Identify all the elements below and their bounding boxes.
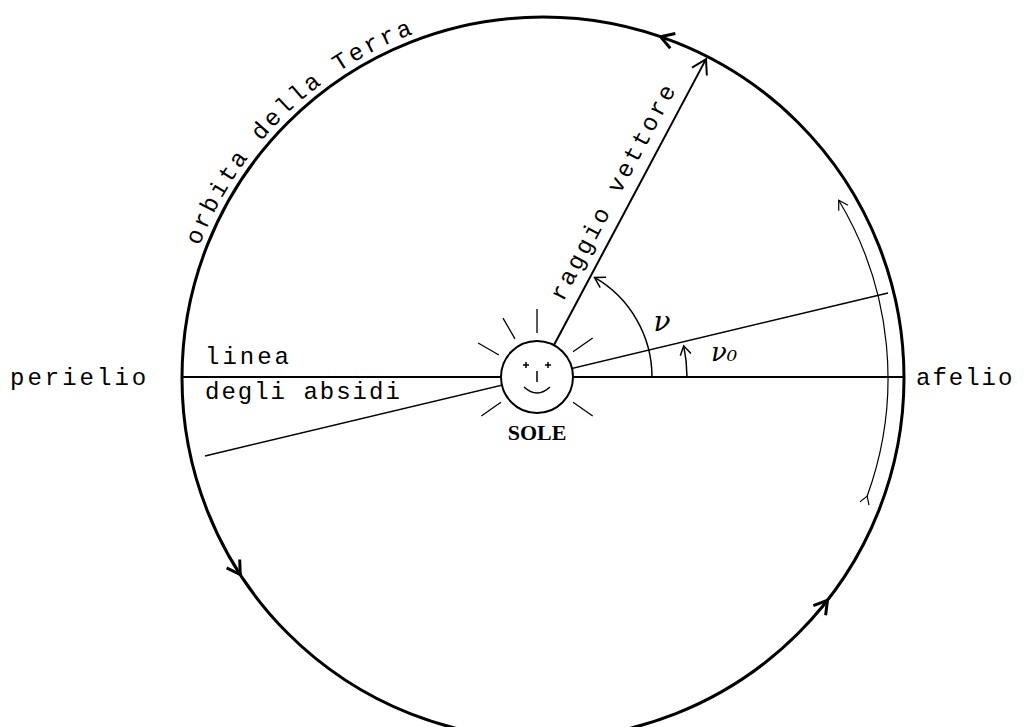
sun-label: SOLE: [508, 422, 567, 444]
sun-disc: [501, 341, 573, 413]
orbit-arrow: [813, 600, 827, 615]
radius-vector-label: raggio vettore: [547, 79, 683, 305]
initial-anomaly-line: [205, 293, 888, 456]
orbit-arrow: [661, 34, 676, 49]
orbit: [182, 17, 904, 727]
sun-ray: [481, 402, 501, 416]
angle-label: ν₀: [711, 339, 737, 365]
orbit-circle: [182, 17, 904, 727]
nu-arrow: [595, 277, 607, 287]
sun-smile: [524, 387, 550, 393]
motion-arrow: [839, 200, 848, 210]
angles: [595, 277, 691, 377]
nu0-arc: [684, 346, 687, 377]
orbit-arrow: [227, 559, 241, 574]
sun-ray: [573, 402, 593, 416]
sun-eye: [545, 362, 551, 368]
aphelion-label: afelio: [916, 367, 1014, 391]
orbit-label: orbita della Terra: [181, 14, 419, 249]
motion-arrow: [860, 496, 869, 505]
sun-ray: [536, 309, 537, 333]
sun-ray: [478, 343, 499, 355]
radius-vector-arrow: [692, 59, 707, 75]
radius-vector-line: [537, 59, 706, 377]
apsides-label: linea: [205, 346, 292, 370]
apsides-label: degli absidi: [205, 381, 402, 405]
nu-arc: [595, 277, 653, 377]
sun: [478, 309, 593, 416]
angle-label: ν: [653, 308, 670, 336]
sun-ray: [573, 338, 593, 352]
motion-arc: [839, 200, 888, 496]
nu0-arrow: [680, 346, 691, 356]
sun-nose: [536, 371, 538, 382]
sun-ray: [503, 318, 515, 339]
sun-eye: [523, 362, 529, 368]
perihelion-label: perielio: [10, 367, 149, 391]
